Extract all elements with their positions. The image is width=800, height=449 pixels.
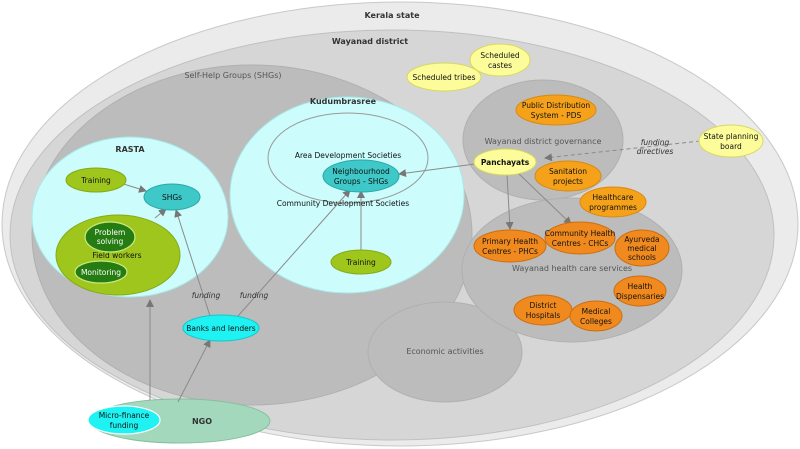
pds-label-2: System - PDS: [531, 111, 582, 120]
monitoring-label: Monitoring: [81, 268, 121, 277]
edge-state-board-to-panchayats: [544, 140, 701, 162]
microfinance-label-2: funding: [110, 421, 139, 430]
edge-panchayats-to-phc: [505, 173, 514, 230]
health-dispensaries-label-1: Health: [628, 282, 653, 291]
governance-region-title: Wayanad district governance: [485, 137, 602, 146]
edge-fieldworkers-to-shgs: [154, 208, 167, 219]
wayanad-district-title: Wayanad district: [332, 37, 408, 46]
panchayats-node: [473, 148, 537, 176]
ngo-label: NGO: [192, 417, 212, 426]
scheduled-castes-label-2: castes: [488, 61, 512, 70]
ayurveda-node: [614, 229, 670, 267]
problem-solving-label-1: Problem: [95, 228, 126, 237]
state-planning-board-node: [698, 124, 764, 158]
sanitation-node: [534, 160, 602, 192]
sanitation-label-1: Sanitation: [549, 167, 587, 176]
district-hospitals-node: [513, 294, 573, 326]
field-workers-label: Field workers: [92, 251, 141, 260]
panchayats-label: Panchayats: [481, 158, 530, 167]
phc-label-1: Primary Health: [482, 237, 538, 246]
medical-colleges-label-2: Colleges: [580, 317, 612, 326]
edge-label-funding-rasta: funding: [192, 291, 221, 300]
economic-activities-region: [367, 301, 523, 403]
kerala-state-title: Kerala state: [365, 11, 421, 20]
shgs-rasta-label: SHGs: [162, 193, 182, 202]
pds-label-1: Public Distribution: [522, 101, 591, 110]
edge-banks-to-neighbourhood: [237, 189, 351, 317]
ayurveda-label-2: medical: [627, 244, 657, 253]
neighbourhood-groups-label-1: Neighbourhood: [332, 167, 390, 176]
district-hospitals-label-2: Hospitals: [526, 311, 561, 320]
health-dispensaries-node: [613, 275, 667, 307]
health-services-title: Wayanad health care services: [512, 264, 632, 273]
training-kudumba-label: Training: [345, 258, 376, 267]
ayurveda-label-3: schools: [628, 253, 656, 262]
rasta-title: RASTA: [115, 145, 145, 154]
chc-label-1: Community Health: [545, 229, 616, 238]
training-kudumba-node: [330, 249, 392, 275]
edge-panchayats-to-chc: [516, 171, 572, 225]
state-planning-board-label-1: State planning: [704, 132, 759, 141]
ayurveda-label-1: Ayurveda: [624, 235, 659, 244]
healthcare-programmes-node: [579, 186, 647, 218]
edge-banks-to-rasta-shgs: [174, 209, 211, 317]
medical-colleges-label-1: Medical: [582, 307, 611, 316]
problem-solving-label-2: solving: [97, 237, 124, 246]
edge-label-funding-kudumba: funding: [240, 291, 269, 300]
edge-label-funding-state-1: funding: [641, 138, 670, 147]
pds-node: [515, 94, 597, 126]
banks-lenders-node: [182, 314, 260, 342]
state-planning-board-label-2: board: [720, 142, 742, 151]
medical-colleges-node: [569, 300, 623, 332]
kudumbashree-title: Kudumbrasree: [310, 97, 377, 106]
economic-activities-label: Economic activities: [406, 347, 483, 356]
health-dispensaries-label-2: Dispensaries: [616, 292, 664, 301]
healthcare-programmes-label-2: programmes: [589, 203, 637, 212]
scheduled-tribes-node: [406, 62, 482, 92]
training-rasta-node: [65, 167, 127, 193]
scheduled-tribes-label: Scheduled tribes: [413, 73, 476, 82]
edges: [113, 140, 701, 403]
community-development-societies-label: Community Development Societies: [277, 199, 409, 208]
district-hospitals-label-1: District: [530, 301, 557, 310]
phc-node: [473, 229, 547, 263]
banks-lenders-label: Banks and lenders: [186, 324, 256, 333]
shg-region-title: Self-Help Groups (SHGs): [184, 71, 281, 80]
edge-microfinance-to-banks: [177, 339, 211, 403]
training-rasta-label: Training: [80, 176, 111, 185]
chc-node: [544, 221, 616, 255]
sanitation-label-2: projects: [553, 177, 583, 186]
healthcare-programmes-label-1: Healthcare: [593, 193, 634, 202]
problem-solving-node: [84, 221, 136, 253]
microfinance-node: [87, 405, 161, 435]
area-development-societies-label: Area Development Societies: [295, 151, 401, 160]
scheduled-castes-node: [469, 43, 531, 77]
chc-label-2: Centres - CHCs: [552, 239, 609, 248]
area-development-societies-region: [267, 112, 429, 204]
scheduled-castes-label-1: Scheduled: [480, 51, 519, 60]
phc-label-2: Centres - PHCs: [482, 247, 538, 256]
microfinance-label-1: Micro-finance: [99, 411, 150, 420]
monitoring-node: [74, 260, 128, 284]
neighbourhood-groups-label-2: Groups - SHGs: [334, 177, 388, 186]
shgs-rasta-node: [143, 183, 201, 211]
edge-panchayats-to-neighbourhood: [398, 163, 476, 178]
edge-label-funding-state-2: directives: [637, 147, 674, 156]
neighbourhood-groups-node: [322, 159, 400, 193]
